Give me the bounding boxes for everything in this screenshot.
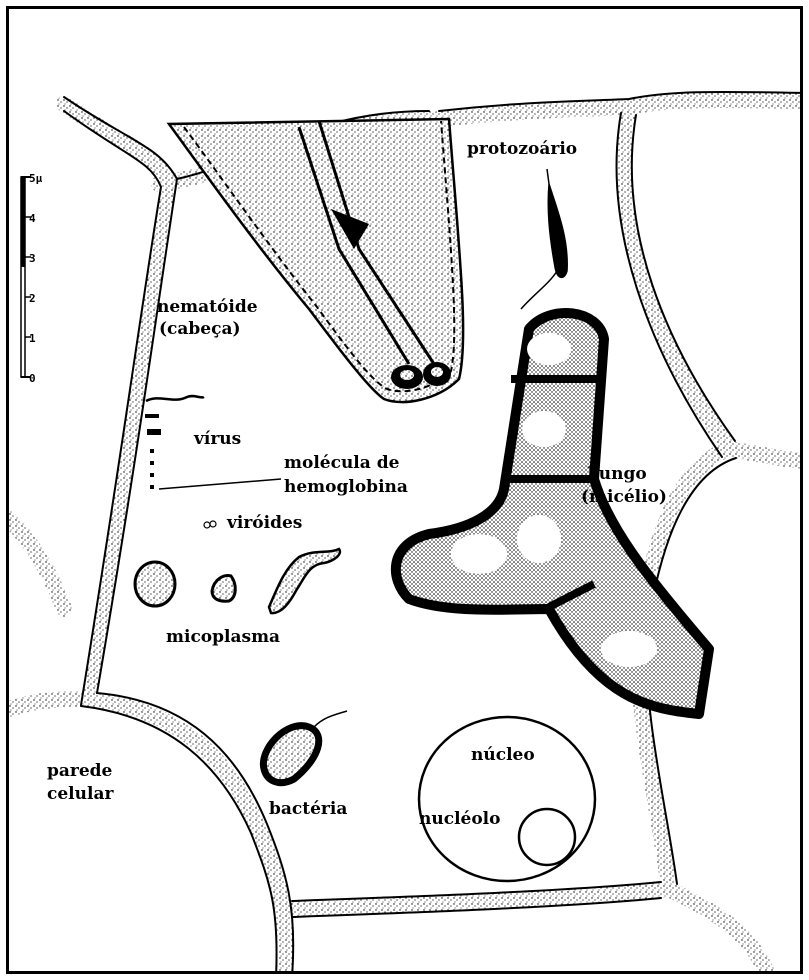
scale-tick-3: 3: [29, 249, 36, 269]
label-protozoa: protozoário: [467, 139, 577, 159]
label-hemoglobin-2: hemoglobina: [284, 477, 408, 497]
label-mycoplasma: micoplasma: [166, 627, 280, 647]
nucleolus: [519, 809, 575, 865]
label-cell-wall-1: parede: [47, 761, 112, 781]
bacteria: [263, 711, 347, 783]
viroids: [204, 521, 216, 528]
scale-tick-2: 2: [29, 289, 36, 309]
label-fungus: Fungo: [587, 464, 647, 484]
scale-tick-4: 4: [29, 209, 36, 229]
label-cell-wall-2: celular: [47, 784, 113, 804]
nucleus: [419, 717, 595, 881]
label-nematode: nematóide: [157, 297, 258, 317]
label-nucleus: núcleo: [471, 745, 535, 765]
label-nucleolus: nucléolo: [419, 809, 500, 829]
scale-tick-1: 1: [29, 329, 36, 349]
label-mycelium: (micélio): [581, 487, 667, 507]
label-nematode-head: (cabeça): [159, 319, 241, 339]
hemoglobin-pointer: [159, 479, 281, 489]
label-hemoglobin-1: molécula de: [284, 453, 399, 473]
nematode-head: [169, 119, 463, 402]
protozoa: [521, 169, 567, 309]
label-bacteria: bactéria: [269, 799, 347, 819]
scale-unit-label: 5μ: [29, 169, 42, 189]
figure-frame: 5μ 4 3 2 1 0 protozoário nematóide (cabe…: [6, 6, 803, 974]
label-viroids: viróides: [227, 513, 302, 533]
label-virus: vírus: [194, 429, 241, 449]
scale-tick-0: 0: [29, 369, 36, 389]
mycoplasma: [135, 549, 340, 613]
